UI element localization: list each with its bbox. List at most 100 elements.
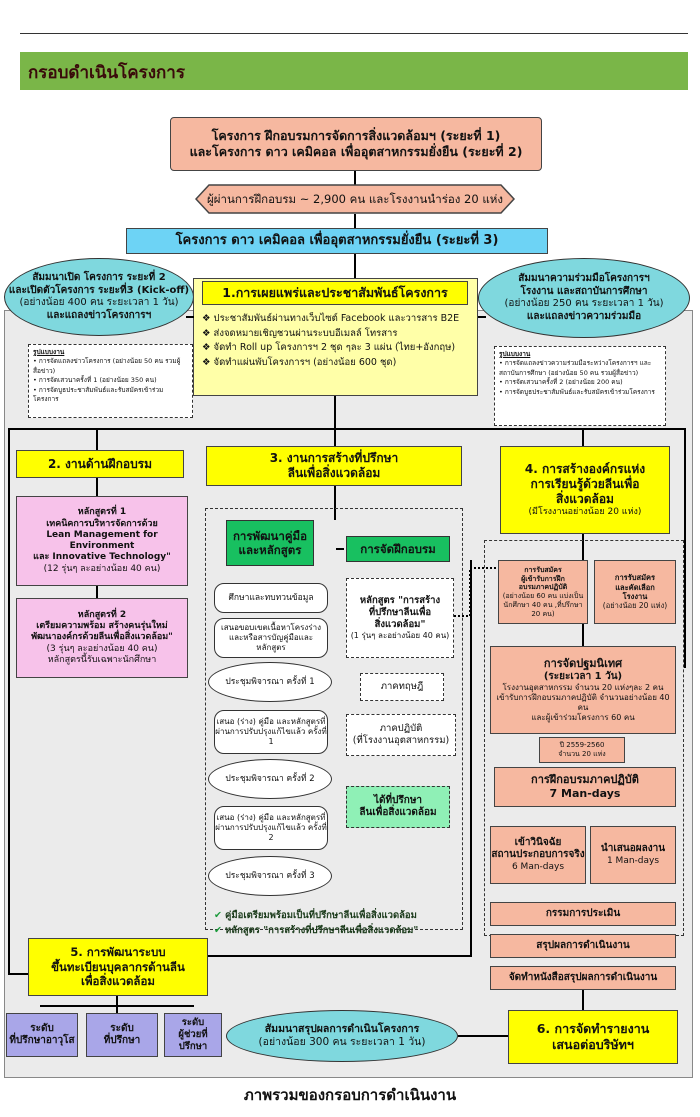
dev-manual-l1: การพัฒนาคู่มือ (232, 528, 308, 543)
consultant-course-box: หลักสูตร "การสร้าง ที่ปรึกษาลีนเพื่อ สิ่… (346, 578, 454, 658)
course-1-l5: (12 รุ่นๆ ละอย่างน้อย 40 คน) (43, 563, 161, 574)
diagnose-l2: สถานประกอบการจริง (491, 849, 585, 861)
consultant-course-l1: หลักสูตร "การสร้าง (359, 595, 441, 607)
practice-box: ภาคปฏิบัติ (ที่โรงงานอุตสาหกรรม) (346, 714, 456, 756)
box-6-report: 6. การจัดทำรายงาน เสนอต่อบริษัทฯ (508, 1010, 678, 1064)
levels-bar (40, 1005, 194, 1007)
recruit-trainees-l5: นักศึกษา 40 คน ,ที่ปรึกษา 20 คน) (503, 600, 583, 618)
recruit-factories-l3: โรงงาน (622, 592, 648, 601)
cooperation-line2: โรงงาน และสถาบันการศึกษา (520, 285, 648, 297)
final-seminar-l1: สัมมนาสรุปผลการดำเนินโครงการ (264, 1022, 420, 1035)
to-box6-arrow (458, 1035, 510, 1037)
course-2-l2: เตรียมความพร้อม สร้างคนรุ่นใหม่ (36, 621, 168, 632)
box-3-consultant: 3. งานการสร้างที่ปรึกษา ลีนเพื่อสิ่งแวดล… (206, 446, 462, 486)
recruit-factories-box: การรับสมัคร และคัดเลือก โรงงาน (อย่างน้อ… (594, 560, 676, 624)
right-format-title: รูปแบบงาน (499, 350, 531, 358)
to-box4-line (582, 428, 584, 446)
box-4-learning-org: 4. การสร้างองค์กรแห่ง การเรียนรู้ด้วยลีน… (500, 446, 670, 534)
right-format-item-2-text: การจัดบูธประชาสัมพันธ์และรับสมัครเข้าร่ว… (504, 387, 655, 396)
level-assistant-l1: ระดับ (181, 1017, 205, 1029)
course-2-l3: พัฒนาองค์กรด้วยลีนเพื่อสิ่งแวดล้อม" (31, 632, 173, 643)
left-format-box: รูปแบบงาน • การจัดแถลงข่าวโครงการ (อย่าง… (28, 344, 193, 418)
box-2-training: 2. งานด้านฝึกอบรม (16, 450, 184, 478)
recruit-factories-l1: การรับสมัคร (614, 573, 656, 583)
dev-manual-box: การพัฒนาคู่มือ และหลักสูตร (226, 520, 314, 566)
box-1-item-2-text: จัดทำ Roll up โครงการฯ 2 ชุด ๆละ 3 แผ่น … (213, 342, 456, 354)
dev-step-0: ศึกษาและทบทวนข้อมูล (214, 583, 328, 613)
dev-step-5: เสนอ (ร่าง) คู่มือ และหลักสูตรที่ผ่านการ… (214, 806, 328, 850)
practical-l2: 7 Man-days (549, 787, 621, 800)
course-1-l4: และ Innovative Technology" (33, 552, 171, 563)
cooperation-line1: สัมมนาความร่วมมือโครงการฯ (518, 273, 650, 284)
level-consultant-l2: ที่ปรึกษา (103, 1035, 141, 1046)
orientation-l2: (ระยะเวลา 1 วัน) (543, 670, 623, 682)
course1-down (96, 586, 98, 598)
cooperation-seminar-oval: สัมมนาความร่วมมือโครงการฯ โรงงาน และสถาบ… (478, 258, 690, 338)
practice-l1: ภาคปฏิบัติ (379, 723, 423, 735)
phase-1-2-line2: และโครงการ ดาว เคมิคอล เพื่ออุตสาหกรรมยั… (189, 144, 523, 159)
box-1-item-1-text: ส่งจดหมายเชิญชวนผ่านระบบอีเมลล์ โทรสาร (213, 327, 398, 339)
right-format-item-0: • การจัดแถลงข่าวความร่วมมือระหว่างโครงกา… (499, 359, 652, 377)
phase-1-2-box: โครงการ ฝึกอบรมการจัดการสิ่งแวดล้อมฯ (ระ… (170, 117, 542, 171)
right-format-box: รูปแบบงาน • การจัดแถลงข่าวความร่วมมือระห… (494, 346, 666, 426)
to-box3-line (334, 428, 336, 446)
orientation-l5: และผู้เข้าร่วมโครงการ 60 คน (531, 713, 635, 723)
distribution-line (8, 428, 684, 430)
check-item-1-text: หลักสูตร "การสร้างที่ปรึกษาลีนเพื่อสิ่งแ… (225, 925, 419, 937)
diagnose-l1: เข้าวินิจฉัย (514, 836, 562, 848)
course-2-box: หลักสูตรที่ 2 เตรียมความพร้อม สร้างคนรุ่… (16, 598, 188, 678)
right-format-item-2: • การจัดบูธประชาสัมพันธ์และรับสมัครเข้าร… (499, 387, 655, 396)
course-2-l5: หลักสูตรนี้รับเฉพาะนักศึกษา (47, 654, 157, 665)
level-consultant-box: ระดับ ที่ปรึกษา (86, 1013, 158, 1057)
phase-3-box: โครงการ ดาว เคมิคอล เพื่ออุตสาหกรรมยั่งย… (126, 228, 548, 254)
box-6-l2: เสนอต่อบริษัทฯ (552, 1037, 634, 1052)
to-box2-line (96, 428, 98, 450)
box-5-l2: ขึ้นทะเบียนบุคลากรด้านลีน (51, 959, 185, 974)
year-l1: ปี 2559-2560 (559, 741, 605, 750)
box-6-l1: 6. การจัดทำรายงาน (536, 1021, 650, 1037)
diagnose-l3: 6 Man-days (511, 861, 565, 872)
orientation-l3: โรงงานอุตสาหกรรม จำนวน 20 แห่งๆละ 2 คน (502, 683, 664, 693)
left-format-item-2-text: การจัดบูธประชาสัมพันธ์และรับสมัครเข้าร่ว… (33, 385, 164, 404)
box-1-title: 1.การเผยแพร่และประชาสัมพันธ์โครงการ (202, 281, 468, 305)
recruit-factories-l2: และคัดเลือก (615, 582, 655, 592)
box-4-l4: (มีโรงงานอย่างน้อย 20 แห่ง) (528, 506, 642, 517)
dev-step-3: เสนอ (ร่าง) คู่มือ และหลักสูตรที่ผ่านการ… (214, 710, 328, 754)
box-3-l2: ลีนเพื่อสิ่งแวดล้อม (287, 466, 381, 480)
box-3-l1: 3. งานการสร้างที่ปรึกษา (269, 451, 399, 465)
left-format-item-0-text: การจัดแถลงข่าวโครงการ (อย่างน้อย 50 คน ร… (33, 357, 181, 375)
course-1-box: หลักสูตรที่ 1 เทคนิคการบริหารจัดการด้วย … (16, 496, 188, 586)
course-1-l2: เทคนิคการบริหารจัดการด้วย (46, 518, 158, 529)
cooperation-line4: และแถลงข่าวความร่วมมือ (526, 310, 642, 322)
box-5-l3: เพื่อสิ่งแวดล้อม (81, 974, 155, 989)
recruit-trainees-box: การรับสมัคร ผู้เข้ารับการฝึก อบรมภาคปฏิบ… (498, 560, 588, 624)
kickoff-line4: และแถลงข่าวโครงการฯ (46, 309, 152, 321)
cooperation-line3: (อย่างน้อย 250 คน ระยะเวลา 1 วัน) (504, 298, 664, 309)
box-3-region (205, 508, 463, 930)
box-1-publicity: 1.การเผยแพร่และประชาสัมพันธ์โครงการ ❖ ปร… (193, 278, 478, 396)
practical-l1: การฝึกอบรมภาคปฏิบัติ (531, 773, 639, 787)
summary-box: สรุปผลการดำเนินงาน (490, 934, 676, 958)
arrow-3 (354, 254, 356, 278)
year-l2: จำนวน 20 แห่ง (558, 750, 606, 758)
recruit-down (582, 624, 584, 646)
present-box: นำเสนอผลงาน 1 Man-days (590, 826, 676, 884)
dev-step-4: ประชุมพิจารณา ครั้งที่ 2 (208, 759, 332, 799)
box-1-item-2: ❖ จัดทำ Roll up โครงการฯ 2 ชุด ๆละ 3 แผ่… (202, 342, 456, 354)
consultant-course-l3: สิ่งแวดล้อม" (374, 618, 426, 630)
box1-down-line (334, 396, 336, 428)
box3-right-line (470, 560, 472, 957)
arrow-left-oval (186, 316, 194, 318)
check-item-0: ✔ คู่มือเตรียมพร้อมเป็นที่ปรึกษาลีนเพื่อ… (214, 908, 464, 923)
to-box6 (582, 990, 584, 1010)
box2-down (96, 478, 98, 496)
final-seminar-oval: สัมมนาสรุปผลการดำเนินโครงการ (อย่างน้อย … (226, 1010, 458, 1062)
box5-down (116, 996, 118, 1013)
course-1-l3: Lean Management for Environment (46, 529, 158, 551)
kickoff-line3: (อย่างน้อย 400 คน ระยะเวลา 1 วัน) (19, 297, 179, 308)
recruit-trainees-l3: อบรมภาคปฏิบัติ (518, 583, 568, 592)
left-format-item-0: • การจัดแถลงข่าวโครงการ (อย่างน้อย 50 คน… (33, 357, 181, 375)
recruit-factories-l4: (อย่างน้อย 20 แห่ง) (602, 601, 668, 611)
box3-to-box5-line (208, 955, 470, 957)
participants-text: ผู้ผ่านการฝึกอบรม ~ 2,900 คน และโรงงานนำ… (207, 191, 503, 206)
